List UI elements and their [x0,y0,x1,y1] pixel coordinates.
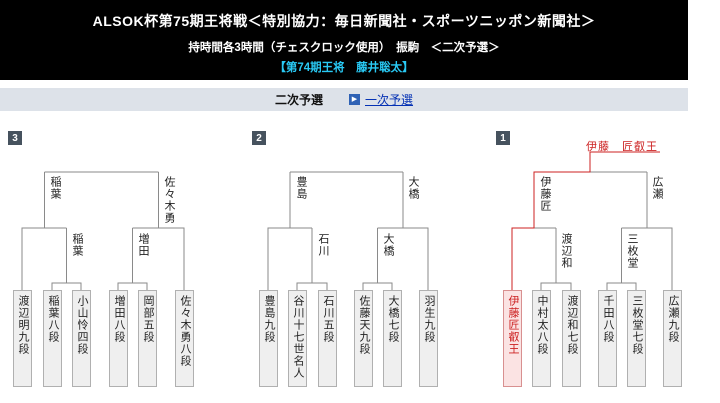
player-box: 谷川十七世名人 [288,290,307,387]
first-round-winner-label: 渡辺和 [560,233,572,269]
tournament-subtitle: 持時間各3時間（チェスクロック使用） 振駒 ＜二次予選＞ [188,42,500,54]
prev-round-nav: ▶ 一次予選 [349,91,413,108]
semifinal-winner-label: 稲葉 [49,176,61,200]
player-box: 佐藤天九段 [354,290,373,387]
player-box: 小山怜四段 [72,290,91,387]
player-box: 佐々木勇八段 [175,290,194,387]
block-number-badge: 3 [8,131,22,145]
first-round-winner-label: 稲葉 [71,233,83,257]
player-box: 広瀬九段 [663,290,682,387]
first-round-winner-label: 大橋 [382,233,394,257]
semifinal-winner-label: 佐々木勇 [163,176,175,224]
player-box: 豊島九段 [259,290,278,387]
semifinal-winner-label: 伊藤匠 [539,176,551,212]
semifinal-winner-label: 豊島 [295,176,307,200]
round-nav-bar: 二次予選 ▶ 一次予選 [0,88,688,111]
arrow-right-icon: ▶ [349,94,360,105]
title-holder-name: 【第74期王将 藤井聡太】 [274,62,414,74]
player-box: 石川五段 [318,290,337,387]
first-round-winner-label: 三枚堂 [626,233,638,269]
bracket-block1-lines [511,171,673,290]
page-header: ALSOK杯第75期王将戦＜特別協力：毎日新聞社・スポーツニッポン新聞社＞ 持時… [0,0,688,80]
player-box: 千田八段 [598,290,617,387]
player-box: 羽生九段 [419,290,438,387]
tournament-title: ALSOK杯第75期王将戦＜特別協力：毎日新聞社・スポーツニッポン新聞社＞ [92,13,596,29]
winner-path [511,151,660,290]
first-round-winner-label: 増田 [137,233,149,257]
block-number-badge: 1 [496,131,510,145]
player-box: 三枚堂七段 [627,290,646,387]
player-box: 稲葉八段 [43,290,62,387]
bracket-block3-lines [21,171,185,290]
player-box: 増田八段 [109,290,128,387]
semifinal-winner-label: 大橋 [407,176,419,200]
first-round-winner-label: 石川 [317,233,329,257]
semifinal-winner-label: 広瀬 [651,176,663,200]
player-box: 中村太八段 [532,290,551,387]
player-box-winner: 伊藤匠叡王 [503,290,522,387]
first-round-link[interactable]: 一次予選 [365,93,414,107]
player-box: 渡辺和七段 [562,290,581,387]
bracket-block2-lines [267,171,429,290]
block-winner-label: 伊藤 匠叡王 [586,141,658,153]
player-box: 渡辺明九段 [13,290,32,387]
block-number-badge: 2 [252,131,266,145]
player-box: 大橋七段 [383,290,402,387]
current-round-label: 二次予選 [274,93,323,107]
player-box: 岡部五段 [138,290,157,387]
